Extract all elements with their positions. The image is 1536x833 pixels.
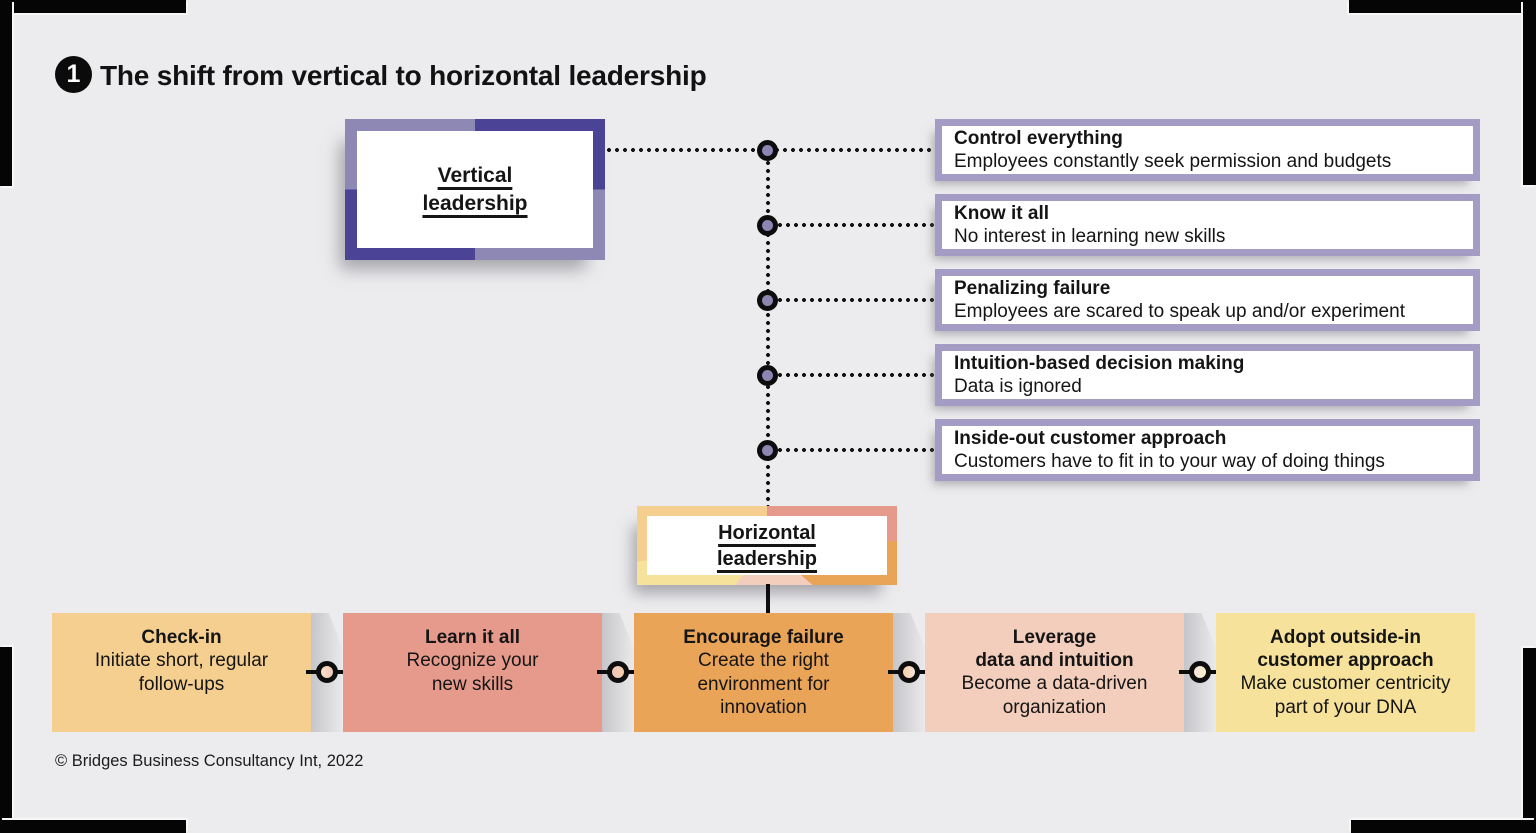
- copyright-text: © Bridges Business Consultancy Int, 2022: [55, 752, 364, 770]
- dotted-line-vertical: [766, 151, 770, 506]
- gap-ring-icon: [898, 661, 920, 683]
- corner-bracket-top-left: [0, 0, 12, 186]
- trait-card-inside-out-customer: Inside-out customer approach Customers h…: [935, 419, 1480, 481]
- connector-node: [757, 290, 778, 311]
- solid-connector-line: [766, 584, 770, 615]
- trait-description: Employees constantly seek permission and…: [954, 151, 1392, 172]
- card-gap-connector: [597, 613, 639, 732]
- corner-bracket-bottom-left: [0, 820, 186, 833]
- practice-card-outside-in: Adopt outside-in customer approach Make …: [1216, 613, 1475, 732]
- corner-bracket-bottom-right: [1351, 820, 1536, 833]
- corner-bracket-bottom-left: [0, 647, 12, 833]
- card-gap-connector: [888, 613, 930, 732]
- gap-ring-icon: [1189, 661, 1211, 683]
- trait-card-know-it-all: Know it all No interest in learning new …: [935, 194, 1480, 256]
- gap-ring-icon: [316, 661, 338, 683]
- practice-card-check-in: Check-in Initiate short, regular follow-…: [52, 613, 311, 732]
- connector-node: [757, 215, 778, 236]
- connector-node: [757, 440, 778, 461]
- practice-title: Learn it all: [424, 627, 521, 648]
- dotted-line: [768, 373, 935, 377]
- diagram-title: The shift from vertical to horizontal le…: [100, 60, 707, 91]
- corner-bracket-top-right: [1349, 0, 1536, 13]
- practice-description: Become a data-driven organization: [961, 673, 1148, 718]
- number-badge: 1: [55, 56, 92, 93]
- trait-title: Penalizing failure: [954, 278, 1111, 299]
- practice-description: Recognize your new skills: [406, 650, 539, 695]
- trait-title: Control everything: [954, 128, 1123, 149]
- trait-description: Data is ignored: [954, 376, 1082, 397]
- card-gap-connector: [1179, 613, 1221, 732]
- practice-title: Adopt outside-in customer approach: [1257, 627, 1434, 671]
- vertical-leadership-label: Vertical leadership: [357, 131, 593, 248]
- trait-title: Inside-out customer approach: [954, 428, 1227, 449]
- trait-title: Know it all: [954, 203, 1049, 224]
- dotted-line: [768, 223, 935, 227]
- practice-description: Make customer centricity part of your DN…: [1240, 673, 1451, 718]
- card-gap-connector: [306, 613, 348, 732]
- dotted-line: [768, 298, 935, 302]
- trait-title: Intuition-based decision making: [954, 353, 1245, 374]
- trait-description: Employees are scared to speak up and/or …: [954, 301, 1405, 322]
- trait-description: Customers have to fit in to your way of …: [954, 451, 1385, 472]
- practice-description: Initiate short, regular follow-ups: [94, 650, 269, 695]
- corner-bracket-top-left: [0, 0, 186, 13]
- connector-node: [757, 140, 778, 161]
- practice-card-learn-it-all: Learn it all Recognize your new skills: [343, 613, 602, 732]
- horizontal-leadership-label: Horizontal leadership: [647, 516, 887, 575]
- practice-description: Create the right environment for innovat…: [697, 650, 830, 718]
- dotted-line: [768, 448, 935, 452]
- practice-title: Check-in: [141, 627, 222, 648]
- connector-node: [757, 365, 778, 386]
- trait-card-penalizing-failure: Penalizing failure Employees are scared …: [935, 269, 1480, 331]
- trait-card-intuition-decisions: Intuition-based decision making Data is …: [935, 344, 1480, 406]
- horizontal-leadership-box: Horizontal leadership: [637, 506, 897, 585]
- vertical-leadership-box: Vertical leadership: [345, 119, 605, 260]
- practice-title: Encourage failure: [683, 627, 844, 648]
- corner-bracket-bottom-right: [1523, 648, 1536, 833]
- gap-ring-icon: [607, 661, 629, 683]
- trait-description: No interest in learning new skills: [954, 226, 1226, 247]
- practice-card-encourage-failure: Encourage failure Create the right envir…: [634, 613, 893, 732]
- practice-card-leverage-data: Leverage data and intuition Become a dat…: [925, 613, 1184, 732]
- practice-title: Leverage data and intuition: [975, 627, 1134, 671]
- corner-bracket-top-right: [1523, 0, 1536, 185]
- trait-card-control-everything: Control everything Employees constantly …: [935, 119, 1480, 181]
